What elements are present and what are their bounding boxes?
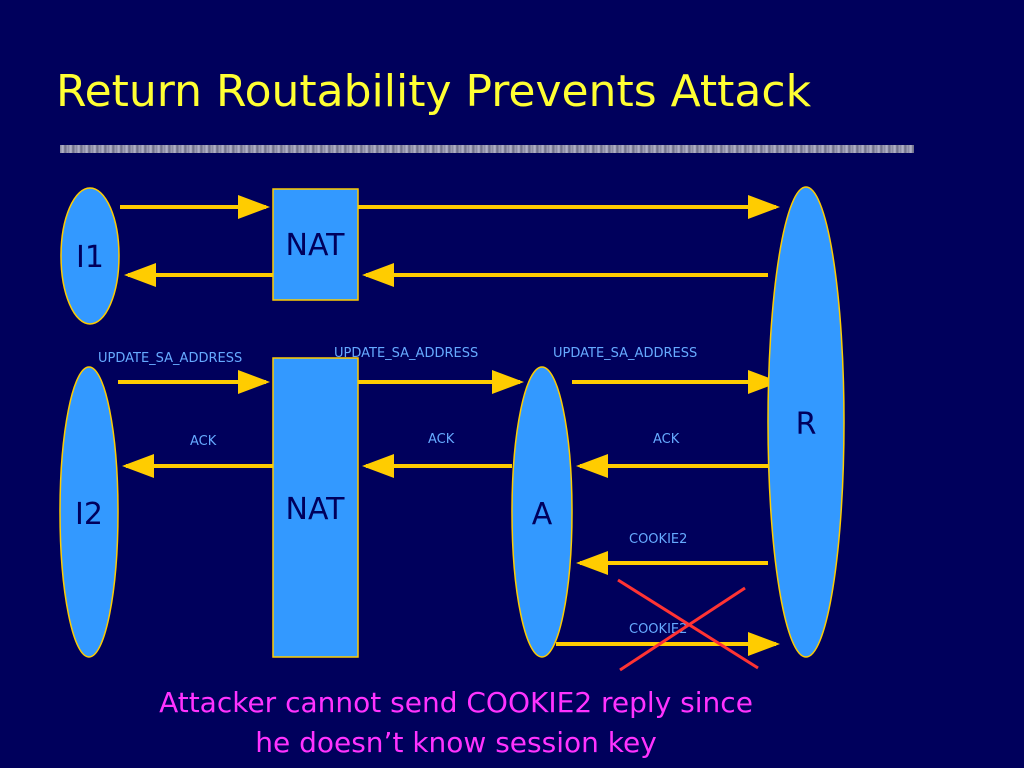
caption-line-2: he doesn’t know session key (255, 726, 657, 759)
node-attacker: A (511, 366, 573, 658)
node-nat-bottom-shape (272, 357, 359, 658)
label-update-a-r: UPDATE_SA_ADDRESS (553, 346, 697, 361)
node-attacker-label: A (532, 497, 553, 532)
message-labels: UPDATE_SA_ADDRESS UPDATE_SA_ADDRESS UPDA… (98, 346, 697, 637)
node-nat-top-label: NAT (286, 228, 346, 263)
node-i1-label: I1 (76, 240, 104, 275)
label-cookie2-request: COOKIE2 (629, 532, 687, 547)
node-responder-shape (767, 186, 845, 658)
node-attacker-shape (511, 366, 573, 658)
cross-stroke-2 (619, 586, 746, 672)
blocked-reply-cross (617, 578, 759, 672)
node-i1: I1 (60, 187, 120, 325)
label-ack-nat-i2: ACK (190, 434, 217, 449)
label-ack-a-nat: ACK (428, 432, 455, 447)
label-cookie2-reply: COOKIE2 (629, 622, 687, 637)
caption: Attacker cannot send COOKIE2 reply since… (0, 683, 912, 763)
node-responder: R (767, 186, 845, 658)
node-i2: I2 (59, 366, 119, 658)
title-divider (60, 145, 914, 153)
caption-line-1: Attacker cannot send COOKIE2 reply since (159, 686, 753, 719)
node-nat-top-shape (272, 188, 359, 301)
message-arrows (118, 195, 780, 656)
node-responder-label: R (796, 407, 817, 442)
node-i2-shape (59, 366, 119, 658)
label-update-i2-nat: UPDATE_SA_ADDRESS (98, 351, 242, 366)
node-nat-bottom: NAT (272, 357, 359, 658)
node-nat-top: NAT (272, 188, 359, 301)
label-update-nat-a: UPDATE_SA_ADDRESS (334, 346, 478, 361)
node-nat-bottom-label: NAT (286, 492, 346, 527)
node-i2-label: I2 (75, 497, 103, 532)
label-ack-r-a: ACK (653, 432, 680, 447)
slide-title: Return Routability Prevents Attack (56, 66, 812, 117)
node-i1-shape (60, 187, 120, 325)
